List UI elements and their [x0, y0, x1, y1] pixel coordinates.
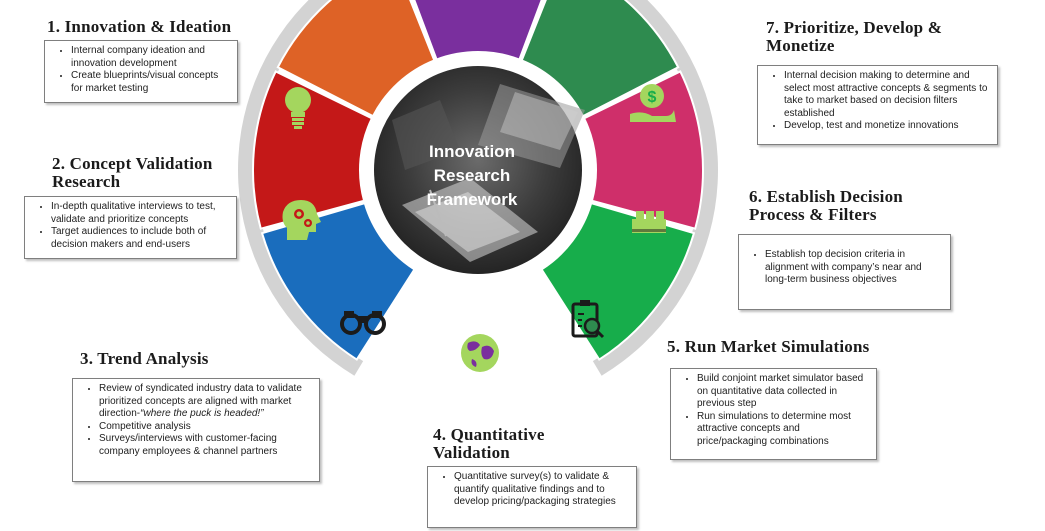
- stage2-description-box: In-depth qualitative interviews to test,…: [24, 196, 237, 259]
- stage4-title-line2: Validation: [433, 443, 510, 462]
- stage5-description-box: Build conjoint market simulator based on…: [670, 368, 877, 460]
- stage4-bullet-1: Quantitative survey(s) to validate & qua…: [454, 471, 628, 509]
- stage1-bullet-1: Internal company ideation and innovation…: [71, 45, 229, 70]
- stage7-description-box: Internal decision making to determine an…: [757, 65, 998, 145]
- stage5-bullet-2: Run simulations to determine most attrac…: [697, 411, 868, 449]
- stage7-title: 7. Prioritize, Develop & Monetize: [766, 19, 942, 55]
- stage7-bullet-1: Internal decision making to determine an…: [784, 70, 989, 120]
- stage2-title-line2: Research: [52, 172, 121, 191]
- stage3-segment: [276, 0, 436, 118]
- stage2-bullet-1: In-depth qualitative interviews to test,…: [51, 201, 228, 226]
- stage5-bullet-1: Build conjoint market simulator based on…: [697, 373, 868, 411]
- stage3-description-box: Review of syndicated industry data to va…: [72, 378, 320, 482]
- stage6-title: 6. Establish Decision Process & Filters: [749, 188, 903, 224]
- center-title: Innovation Research Framework: [427, 142, 518, 209]
- stage6-segment: [582, 70, 704, 230]
- stage6-title-line2: Process & Filters: [749, 205, 877, 224]
- money-hand-icon: $: [630, 84, 676, 122]
- stage6-bullet-1: Establish top decision criteria in align…: [765, 249, 942, 287]
- stage7-bullet-2: Develop, test and monetize innovations: [784, 120, 989, 133]
- stage2-title-line1: 2. Concept Validation: [52, 154, 213, 173]
- stage4-title-line1: 4. Quantitative: [433, 425, 545, 444]
- stage3-bullet-2: Competitive analysis: [99, 421, 311, 434]
- stage3-bullet-1-quote: “where the puck is headed!”: [140, 408, 264, 419]
- stage1-description-box: Internal company ideation and innovation…: [44, 40, 238, 103]
- center-photo: [374, 66, 585, 274]
- stage5-segment: [520, 0, 680, 118]
- stage3-bullet-1-text: Review of syndicated industry data to va…: [99, 383, 302, 419]
- stage6-title-line1: 6. Establish Decision: [749, 187, 903, 206]
- outer-ring-arc: [238, 0, 718, 376]
- stage2-bullet-2: Target audiences to include both of deci…: [51, 226, 228, 251]
- stage4-title: 4. Quantitative Validation: [433, 426, 545, 462]
- stage3-bullet-3: Surveys/interviews with customer-facing …: [99, 433, 311, 458]
- center-title-line1: Innovation: [429, 142, 515, 161]
- stage6-description-box: Establish top decision criteria in align…: [738, 234, 951, 310]
- stage7-title-line2: Monetize: [766, 36, 835, 55]
- stage3-bullet-1: Review of syndicated industry data to va…: [99, 383, 311, 421]
- stage1-title: 1. Innovation & Ideation: [47, 17, 232, 36]
- outer-grey-ring: [238, 0, 718, 376]
- stage7-title-line1: 7. Prioritize, Develop &: [766, 18, 943, 37]
- stage3-title: 3. Trend Analysis: [80, 349, 209, 368]
- svg-text:$: $: [648, 89, 657, 106]
- stage4-description-box: Quantitative survey(s) to validate & qua…: [427, 466, 637, 528]
- stage4-segment: [413, 0, 543, 61]
- globe-icon: [461, 334, 499, 372]
- stage2-title: 2. Concept Validation Research: [52, 155, 213, 191]
- stage1-segment: [260, 201, 416, 361]
- binoculars-icon: [340, 311, 386, 335]
- filter-funnel-icon: [632, 211, 666, 233]
- clipboard-search-icon: [571, 300, 605, 339]
- head-gears-icon: [282, 200, 321, 240]
- center-title-line2: Research: [434, 166, 511, 185]
- lightbulb-icon: [285, 87, 311, 129]
- stage2-segment: [252, 70, 374, 230]
- stage5-title: 5. Run Market Simulations: [667, 337, 870, 356]
- stage1-bullet-2: Create blueprints/visual concepts for ma…: [71, 70, 229, 95]
- center-title-line3: Framework: [427, 190, 518, 209]
